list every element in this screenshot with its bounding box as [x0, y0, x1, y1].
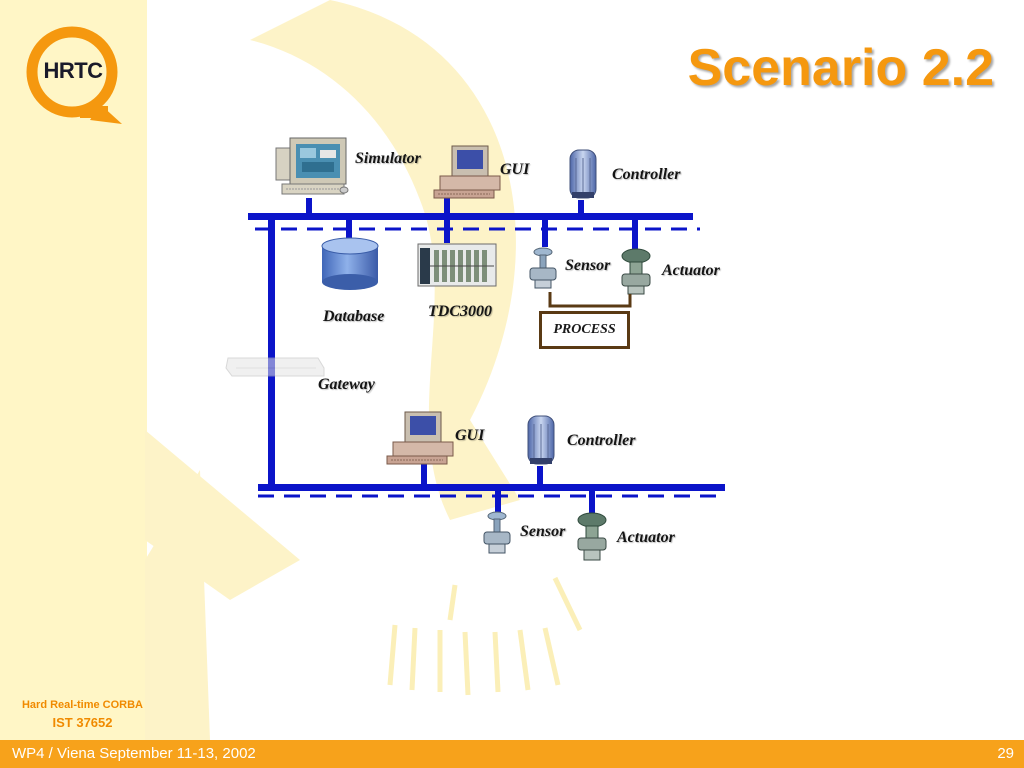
gui-computer-icon [386, 411, 454, 465]
controller-label-bottom: Controller [567, 432, 636, 449]
hrtc-logo-icon [26, 26, 122, 124]
actuator-valve-icon [621, 248, 651, 295]
tdc3000-rack-icon [417, 243, 497, 287]
bottom-bus [258, 464, 725, 514]
left-sidebar-strip [0, 0, 147, 740]
controller-label-top: Controller [612, 166, 681, 183]
project-name: Hard Real-time CORBA [21, 699, 144, 711]
process-connection [548, 292, 632, 308]
slide-title: Scenario 2.2 [687, 39, 994, 97]
background-watermark [145, 0, 583, 740]
gateway-device-icon [225, 357, 325, 377]
controller-cabinet-icon [527, 415, 555, 465]
database-label: Database [323, 308, 385, 325]
sensor-label-top: Sensor [565, 257, 611, 274]
gui-label-top: GUI [500, 161, 530, 178]
network-diagram [225, 137, 725, 561]
gateway-link [268, 220, 275, 488]
sensor-label-bottom: Sensor [520, 523, 566, 540]
logo-text: HRTC [43, 58, 103, 83]
simulator-label: Simulator [355, 150, 421, 167]
gui-computer-icon [433, 145, 501, 199]
footer-bar: WP4 / Viena September 11-13, 2002 29 [0, 740, 1024, 768]
actuator-label-bottom: Actuator [617, 529, 675, 546]
actuator-label-top: Actuator [662, 262, 720, 279]
page-number: 29 [997, 745, 1014, 762]
gui-label-bottom: GUI [455, 427, 485, 444]
process-box: PROCESS [539, 311, 630, 349]
actuator-valve-icon [577, 512, 607, 561]
project-id: IST 37652 [52, 715, 113, 730]
process-label: PROCESS [553, 322, 616, 337]
simulator-computer-icon [275, 137, 349, 195]
tdc3000-label: TDC3000 [428, 303, 492, 320]
sensor-valve-icon [483, 511, 511, 554]
gateway-label: Gateway [318, 376, 375, 393]
sensor-valve-icon [529, 247, 557, 289]
controller-cabinet-icon [569, 149, 597, 199]
footer-event: WP4 / Viena September 11-13, 2002 [12, 745, 256, 762]
top-bus [248, 198, 700, 249]
database-cylinder-icon [321, 237, 379, 290]
